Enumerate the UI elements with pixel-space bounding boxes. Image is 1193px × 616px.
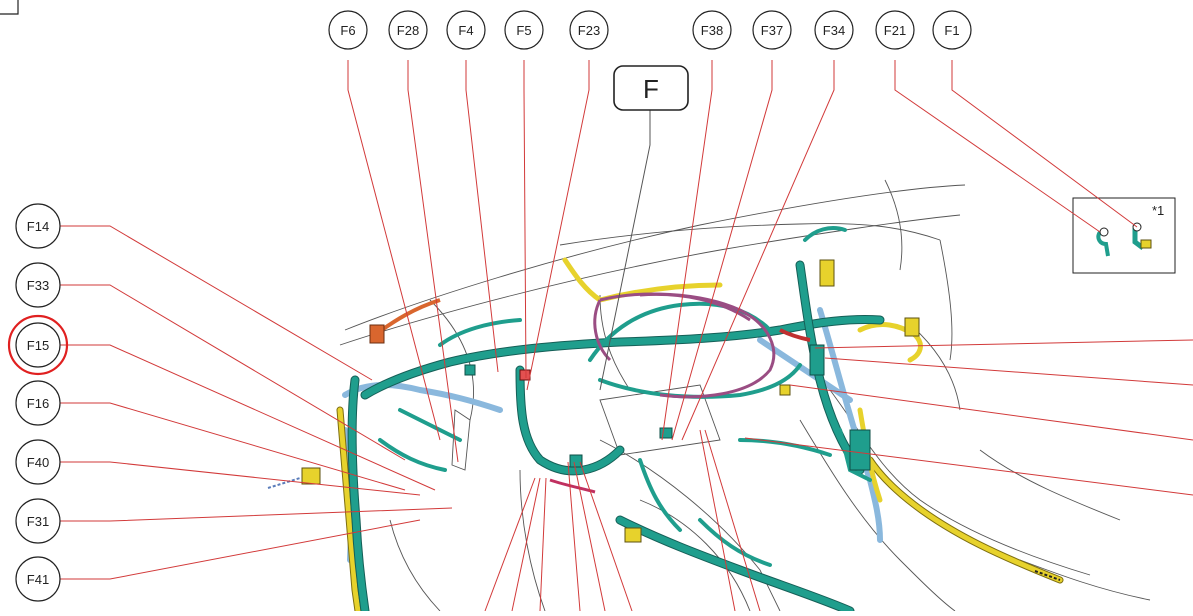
callout-label: F1 [944,23,959,38]
callout-label: F33 [27,278,49,293]
callout-label: F14 [27,219,49,234]
highlight-ring [7,314,69,376]
callout-f37[interactable]: F37 [752,10,792,50]
left-callouts: F14 F33 F15 F16 F40 F31 F41 [7,203,69,602]
callout-label: F21 [884,23,906,38]
callout-f33[interactable]: F33 [15,262,61,308]
callout-label: F4 [458,23,473,38]
callout-f40[interactable]: F40 [15,439,61,485]
callout-f4[interactable]: F4 [446,10,486,50]
main-location-label: F [643,74,659,104]
harness-bundle [267,226,1064,616]
callout-f28[interactable]: F28 [388,10,428,50]
callout-label: F28 [397,23,419,38]
callout-f16[interactable]: F16 [15,380,61,426]
callout-f1[interactable]: F1 [932,10,972,50]
callout-f5[interactable]: F5 [504,10,544,50]
callout-label: F40 [27,455,49,470]
callout-label: F41 [27,572,49,587]
callout-f15[interactable]: F15 [15,322,61,368]
callout-f38[interactable]: F38 [692,10,732,50]
callout-label: F6 [340,23,355,38]
callout-f31[interactable]: F31 [15,498,61,544]
callout-label: F16 [27,396,49,411]
callout-label: F31 [27,514,49,529]
main-location-box: F [613,65,689,111]
callout-f6[interactable]: F6 [328,10,368,50]
callout-label: F38 [701,23,723,38]
callout-label: F34 [823,23,845,38]
callout-label: F5 [516,23,531,38]
callout-f14[interactable]: F14 [15,203,61,249]
callout-f41[interactable]: F41 [15,556,61,602]
leader-lines [60,60,1193,612]
callout-label: F37 [761,23,783,38]
callout-f23[interactable]: F23 [569,10,609,50]
callout-f34[interactable]: F34 [814,10,854,50]
callout-f21[interactable]: F21 [875,10,915,50]
inset-note: *1 [1152,203,1164,218]
inset-detail: *1 [1072,197,1176,274]
frame-corner [0,0,19,15]
callout-label: F15 [27,338,49,353]
callout-label: F23 [578,23,600,38]
top-callouts: F6 F28 F4 F5 F23 F38 F37 F34 F21 F1 [328,10,972,50]
